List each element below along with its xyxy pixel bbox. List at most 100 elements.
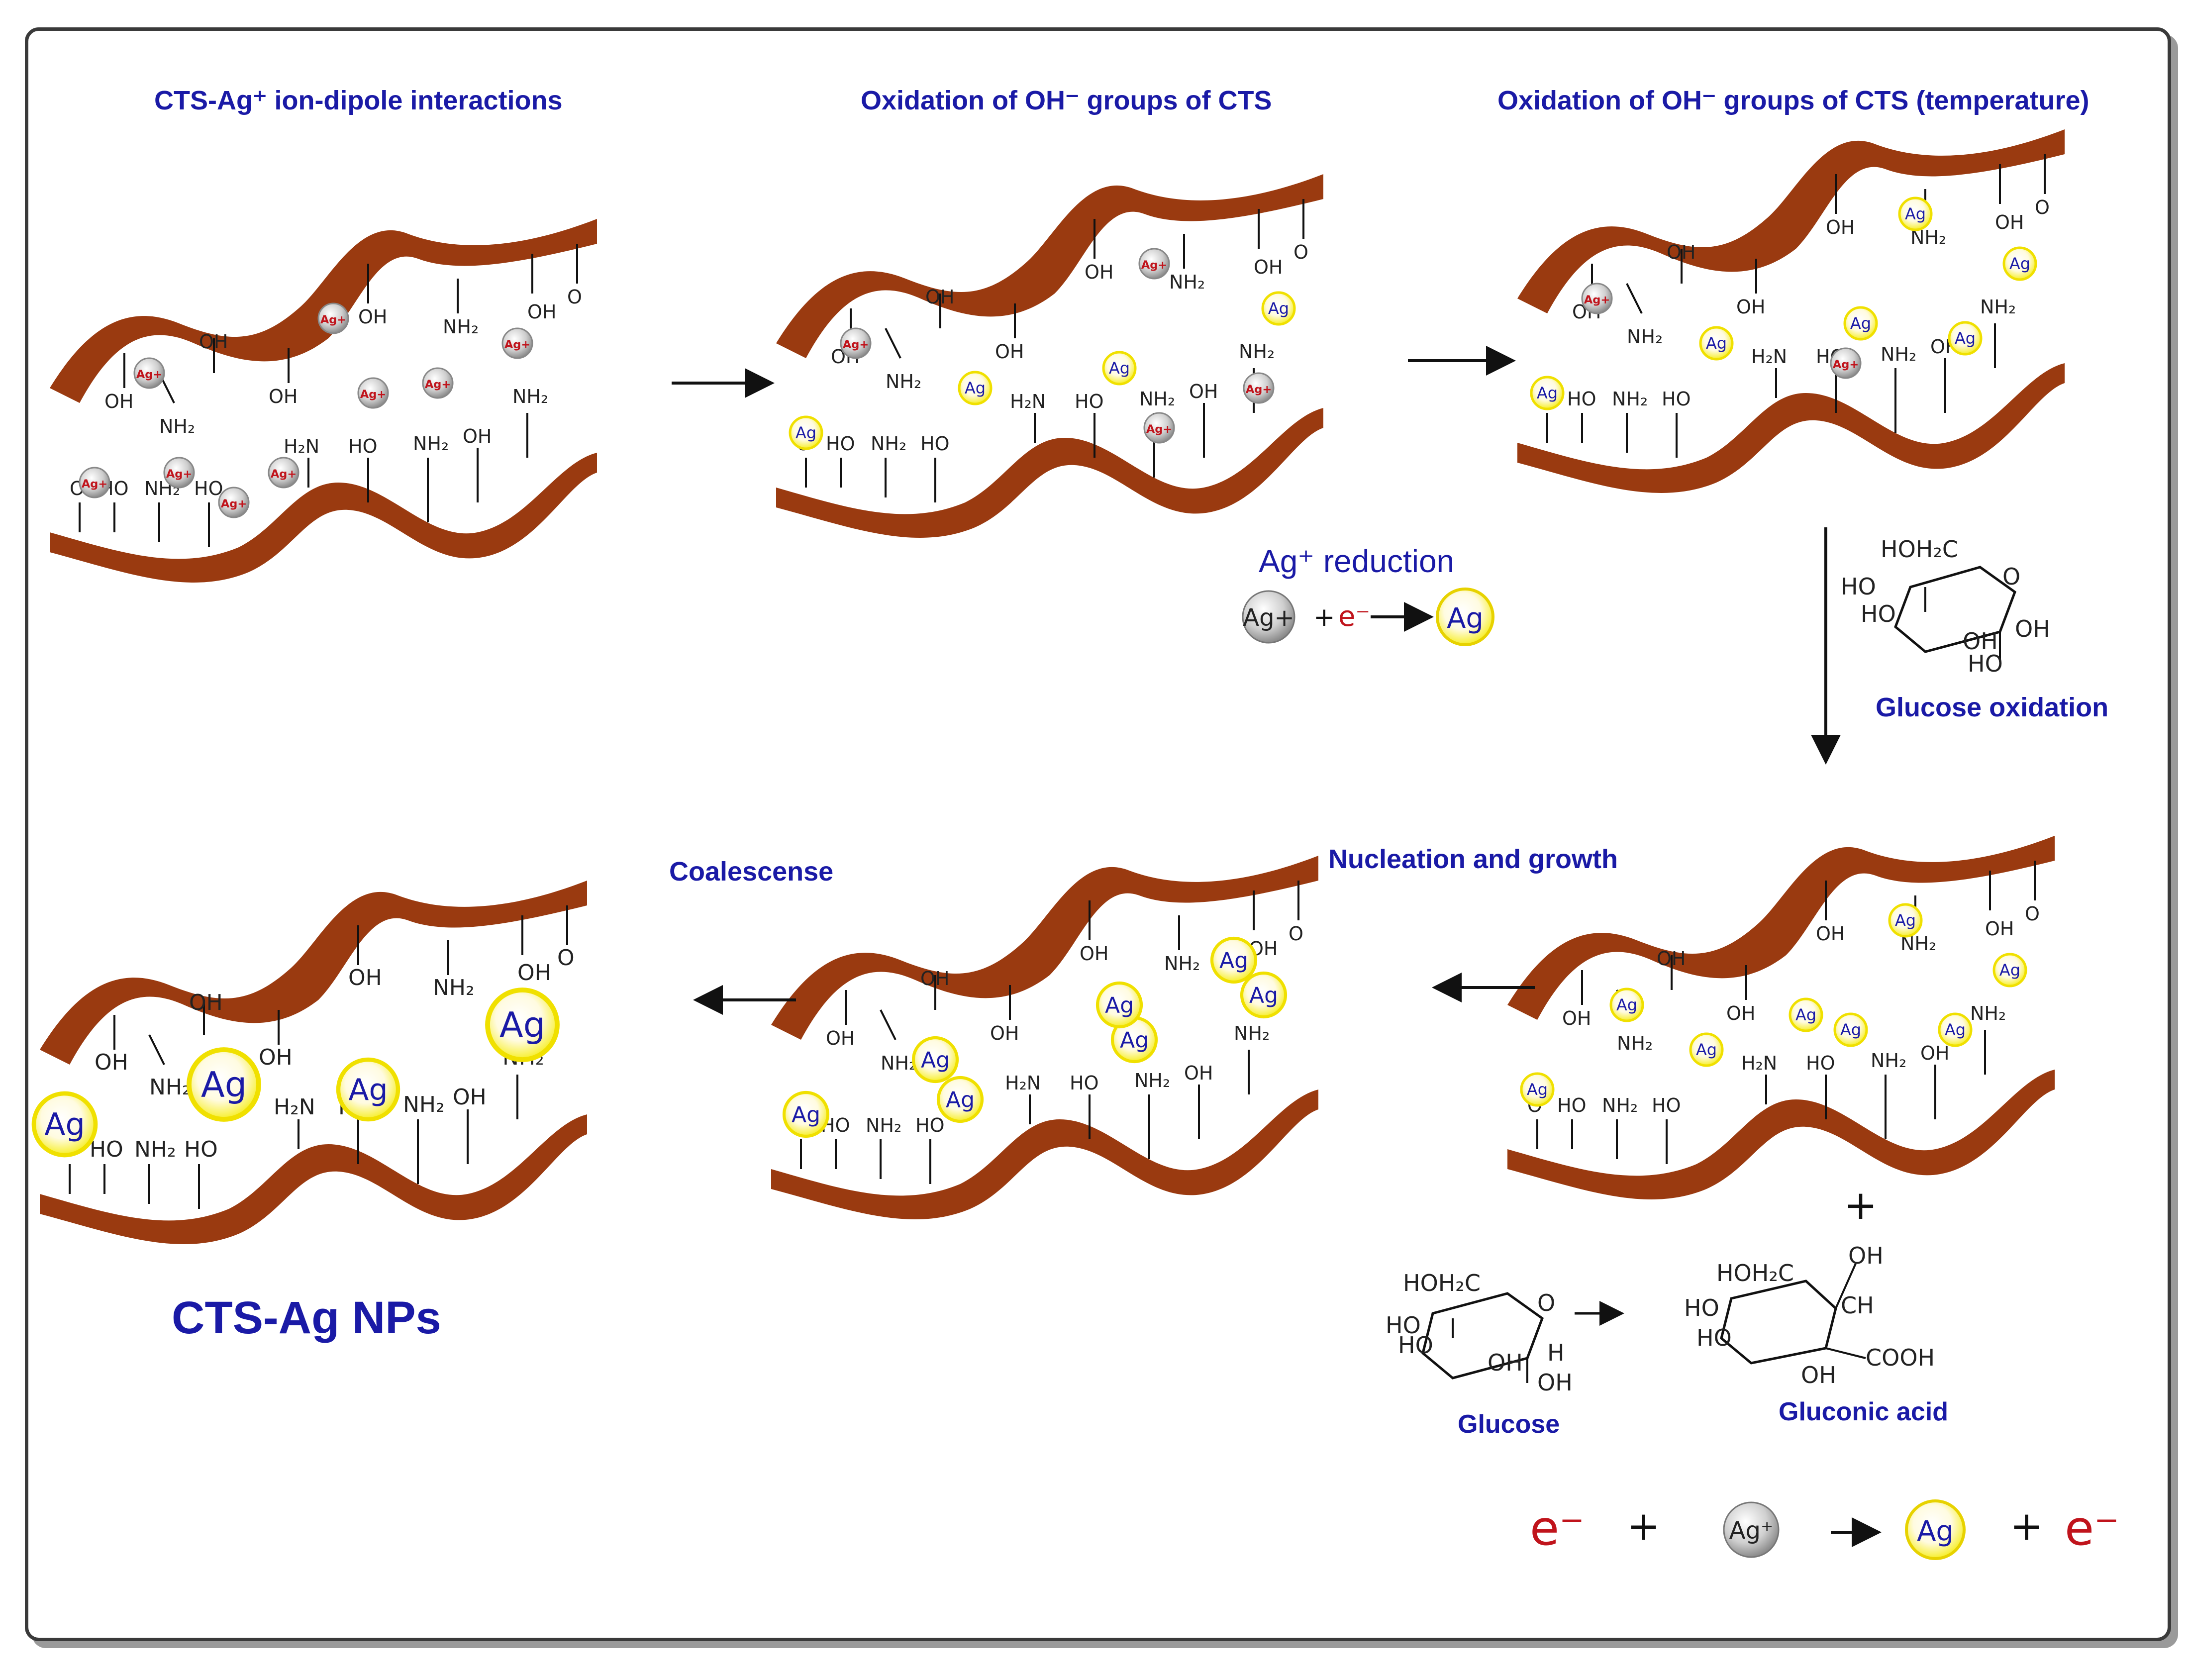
ag-nanoparticle — [936, 1076, 984, 1123]
functional-group: NH₂ — [886, 371, 921, 393]
ag-nanoparticle — [1240, 971, 1288, 1019]
ag-label: Ag — [1120, 1027, 1149, 1053]
functional-group: NH₂ — [1881, 343, 1916, 365]
bond — [148, 1034, 165, 1065]
functional-group: H₂N — [284, 435, 319, 457]
ag-ion-label: Ag+ — [1141, 259, 1167, 272]
functional-group: HO — [194, 478, 223, 499]
functional-group: OH — [199, 331, 228, 353]
ag-nanoparticle — [1520, 1072, 1555, 1107]
functional-group: OH — [1985, 918, 2014, 940]
ag-label: Ag — [796, 423, 816, 442]
stage6-title: Coalescense — [669, 857, 833, 887]
ribbon-top — [776, 174, 1323, 358]
ag-nanoparticle — [1210, 936, 1258, 984]
chitosan-panel-6: OHNH₂OHOHOHNH₂OHOOHONH₂HOH₂NHONH₂OHNH₂Ag… — [31, 881, 587, 1244]
functional-group: OH — [517, 960, 551, 986]
bottom-electron-2: e⁻ — [2065, 1500, 2119, 1556]
functional-group: NH₂ — [881, 1052, 916, 1074]
functional-group: OH — [920, 968, 949, 989]
functional-group: OH — [1189, 381, 1218, 402]
ribbon-bottom — [771, 1089, 1318, 1219]
functional-group: OH — [1826, 216, 1855, 238]
ag-ion-label: Ag+ — [1146, 423, 1172, 436]
ag-nanoparticle — [1530, 376, 1565, 410]
functional-group: HO — [1806, 1052, 1835, 1074]
glucose-structure: HOH₂C O HO HO OH OH H — [1386, 1270, 1573, 1396]
ag-label: Ag — [1795, 1005, 1816, 1024]
functional-group: OH — [1080, 943, 1108, 965]
glucose-top-ho3: HO — [1968, 650, 2003, 677]
glucose-top-ch2oh: HOH₂C — [1881, 536, 1958, 563]
bottom-equation: e⁻ + Ag⁺ Ag + e⁻ — [1530, 1499, 2119, 1560]
functional-group: OH — [1254, 256, 1283, 278]
ag-nanoparticle — [187, 1047, 261, 1122]
ag-ion-label: Ag+ — [320, 313, 346, 326]
ag-label: Ag — [921, 1047, 950, 1073]
functional-group: NH₂ — [1871, 1050, 1906, 1072]
glucose-label: Glucose — [1458, 1410, 1560, 1439]
ag-label: Ag — [946, 1087, 975, 1112]
ag-nanoparticle — [1699, 326, 1734, 361]
gluconic-oh2: OH — [1801, 1362, 1836, 1388]
ag-ion-particle — [268, 457, 299, 489]
ag-nanoparticle — [782, 1090, 830, 1138]
ag-ion-label: Ag+ — [1833, 358, 1859, 371]
ag-label: Ag — [1955, 329, 1976, 348]
glucose-top-o: O — [2002, 563, 2020, 590]
glucose-o: O — [1537, 1289, 1555, 1316]
functional-group: OH — [189, 990, 223, 1015]
functional-group: HO — [1075, 391, 1103, 412]
bottom-ag: Ag — [1917, 1515, 1954, 1548]
ag-nanoparticle — [1938, 1012, 1973, 1047]
stage4-title: Glucose oxidation — [1876, 692, 2108, 722]
ag-nanoparticle — [1095, 981, 1143, 1029]
chitosan-panel-5: OHNH₂OHOHOHNH₂OHOOHONH₂HOH₂NHONH₂OHNH₂Ag… — [771, 856, 1318, 1219]
ag-ion-particle — [317, 302, 349, 334]
functional-group: O — [1294, 241, 1308, 263]
functional-group: OH — [1657, 948, 1686, 970]
ag-label: Ag — [1109, 359, 1130, 378]
functional-group: OH — [1920, 1042, 1949, 1064]
sugar-plus: + — [1844, 1182, 1877, 1228]
ag-nanoparticle — [1609, 988, 1644, 1022]
functional-group: OH — [348, 965, 382, 990]
functional-group: NH₂ — [149, 1075, 191, 1100]
gluconic-label: Gluconic acid — [1779, 1397, 1948, 1426]
bond — [1626, 283, 1643, 314]
functional-group: HO — [1070, 1072, 1098, 1094]
glucose-top-oh2: OH — [1963, 628, 1998, 655]
ag-label: Ag — [348, 1073, 388, 1107]
functional-group: NH₂ — [1617, 1032, 1653, 1054]
glucose-oh2: OH — [1537, 1369, 1573, 1396]
functional-group: OH — [463, 425, 492, 447]
ag-nanoparticle — [789, 415, 823, 450]
functional-group: H₂N — [274, 1094, 315, 1120]
ag-nanoparticle — [1261, 291, 1296, 326]
ag-label: Ag — [1895, 911, 1916, 930]
functional-group: NH₂ — [403, 1092, 445, 1117]
ag-ion-particle — [218, 487, 250, 518]
ag-label: Ag — [965, 379, 986, 397]
ag-label: Ag — [1706, 334, 1727, 353]
functional-group: O — [2025, 903, 2040, 925]
stage2-title: Oxidation of OH⁻ groups of CTS — [861, 86, 1272, 115]
gluconic-acid-structure: HOH₂C OH HO CH HO OH COOH — [1684, 1242, 1935, 1388]
functional-group: OH — [453, 1085, 487, 1110]
functional-group: NH₂ — [512, 386, 548, 407]
ribbon-top — [40, 881, 587, 1065]
glucose-ch2oh: HOH₂C — [1403, 1270, 1481, 1296]
functional-group: NH₂ — [1602, 1094, 1638, 1116]
ag-ion-particle — [1830, 347, 1862, 379]
ag-label: Ag — [44, 1106, 85, 1143]
chitosan-panel-4: OHNH₂OHOHOHNH₂OHOOHONH₂HOH₂NHONH₂OHNH₂Ag… — [1507, 836, 2055, 1199]
ag-nanoparticle — [1898, 197, 1933, 231]
ag-label: Ag — [1696, 1040, 1717, 1059]
ag-metal-icon — [1436, 588, 1494, 646]
glucose-top-oh1: OH — [2015, 615, 2050, 642]
ribbon-bottom — [40, 1114, 587, 1244]
ag-label: Ag — [1268, 299, 1289, 318]
ag-ion-particle — [840, 327, 872, 359]
